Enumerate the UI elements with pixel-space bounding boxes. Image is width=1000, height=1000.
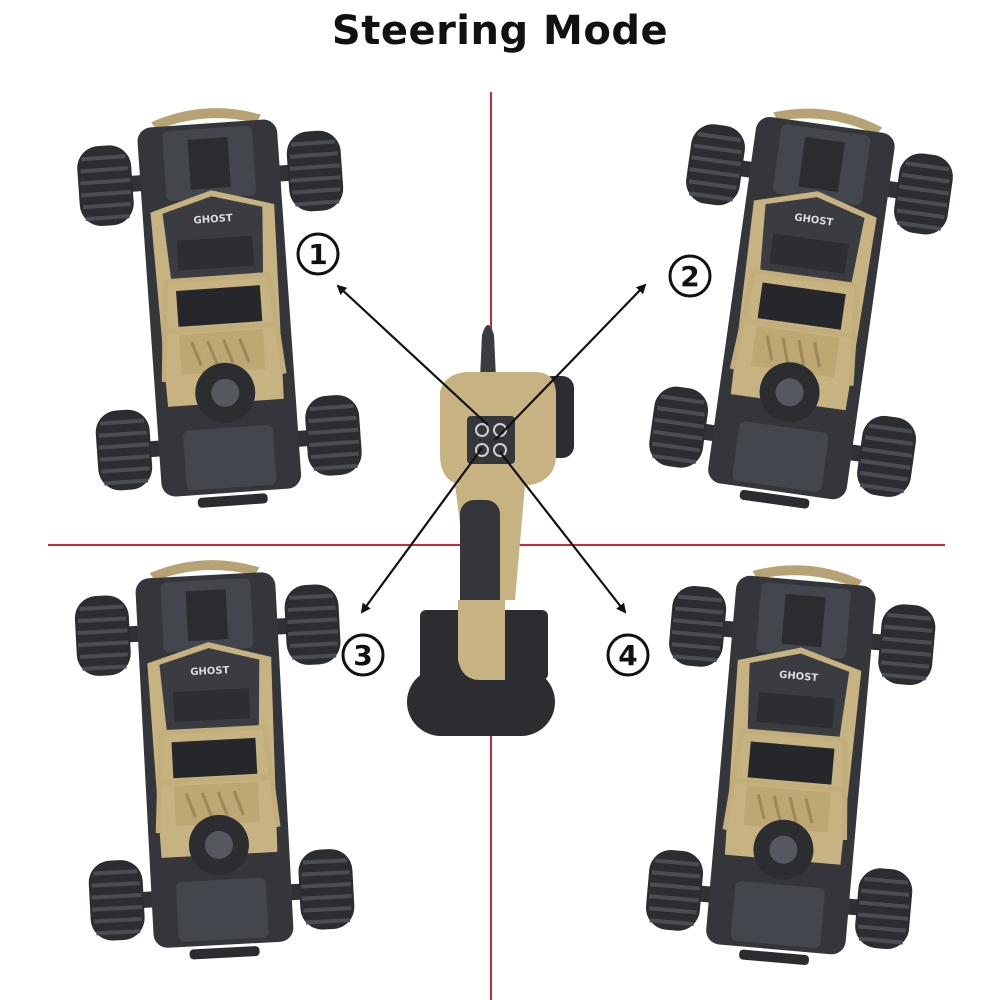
car-forward-left [74, 99, 365, 514]
arrow-4 [499, 451, 627, 614]
marker-1: 1 [296, 232, 340, 276]
arrow-3 [360, 447, 483, 614]
marker-4: 4 [606, 633, 650, 677]
marker-1-label: 1 [308, 238, 327, 271]
marker-2-label: 2 [680, 260, 699, 293]
arrow-1 [336, 284, 489, 426]
page-title: Steering Mode [331, 8, 669, 54]
arrow-2 [494, 283, 647, 441]
marker-3: 3 [341, 633, 385, 677]
car-backward-right [642, 554, 940, 973]
car-backward-left [72, 553, 356, 964]
steering-arrows [336, 283, 647, 614]
marker-2: 2 [668, 254, 712, 298]
marker-3-label: 3 [353, 639, 372, 672]
car-forward-right [643, 92, 960, 523]
remote-controller [407, 325, 574, 736]
marker-4-label: 4 [618, 639, 637, 672]
